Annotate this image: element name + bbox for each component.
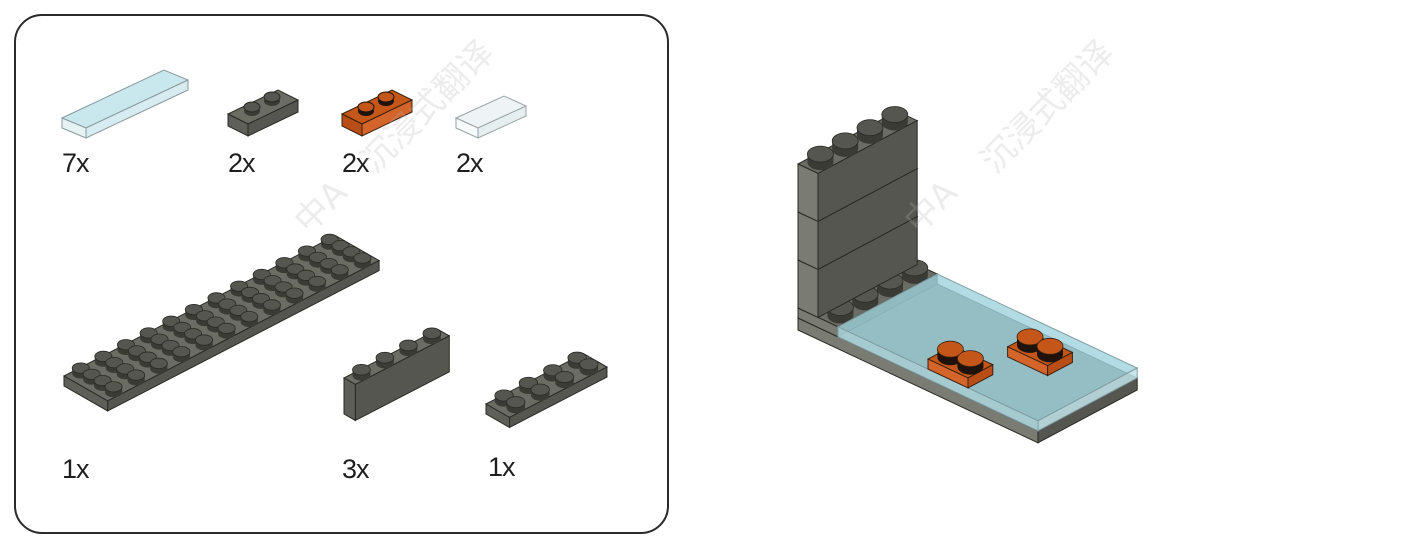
stud-icon	[262, 299, 281, 316]
trans-tile-area	[836, 273, 1139, 432]
stud-icon	[530, 383, 550, 401]
stud-icon	[1036, 337, 1064, 363]
part-tile-1x6-trans-blue	[60, 69, 190, 139]
stud-icon	[851, 285, 879, 311]
stud-icon	[195, 334, 213, 351]
stud-icon	[330, 264, 349, 281]
stud-icon	[353, 252, 372, 269]
stud-icon	[506, 396, 526, 414]
stud-icon	[308, 275, 327, 292]
assembled-model-illustration	[796, 106, 1139, 444]
part-plate-2x4-gray	[484, 351, 609, 429]
stud-icon	[357, 101, 375, 116]
stud-icon	[104, 381, 123, 398]
quantity-label: 3x	[342, 454, 370, 484]
stud-icon	[856, 119, 884, 144]
stud-icon	[1016, 328, 1044, 353]
stud-icon	[263, 91, 281, 106]
stud-icon	[375, 351, 395, 369]
stud-icon	[399, 339, 418, 357]
stud-icon	[881, 106, 909, 131]
quantity-label: 2x	[456, 148, 484, 178]
quantity-label: 1x	[62, 454, 90, 484]
part-plate-1x2-orange	[340, 89, 414, 137]
part-plate-4x12-gray	[62, 233, 381, 412]
quantity-label: 1x	[488, 452, 516, 482]
stud-icon	[554, 370, 575, 389]
stud-icon	[240, 310, 259, 327]
quantity-label: 7x	[62, 148, 90, 178]
stud-icon	[127, 369, 146, 386]
stud-icon	[149, 357, 168, 374]
part-plate-1x2-gray	[226, 89, 300, 137]
stud-icon	[172, 346, 191, 363]
stud-icon	[377, 91, 395, 106]
stud-icon	[579, 358, 599, 376]
stud-icon	[243, 101, 261, 116]
stud-icon	[217, 322, 236, 339]
stud-icon	[956, 350, 984, 375]
part-tile-1x2-trans-clear	[454, 95, 528, 139]
stud-icon	[936, 340, 964, 366]
stud-icon	[807, 145, 834, 171]
part-brick-1x4-gray	[342, 327, 451, 422]
stud-icon	[285, 287, 304, 304]
stud-icon	[352, 363, 371, 381]
stud-icon	[831, 132, 859, 157]
quantity-label: 2x	[342, 148, 370, 178]
quantity-label: 2x	[228, 148, 256, 178]
stud-icon	[422, 327, 442, 345]
